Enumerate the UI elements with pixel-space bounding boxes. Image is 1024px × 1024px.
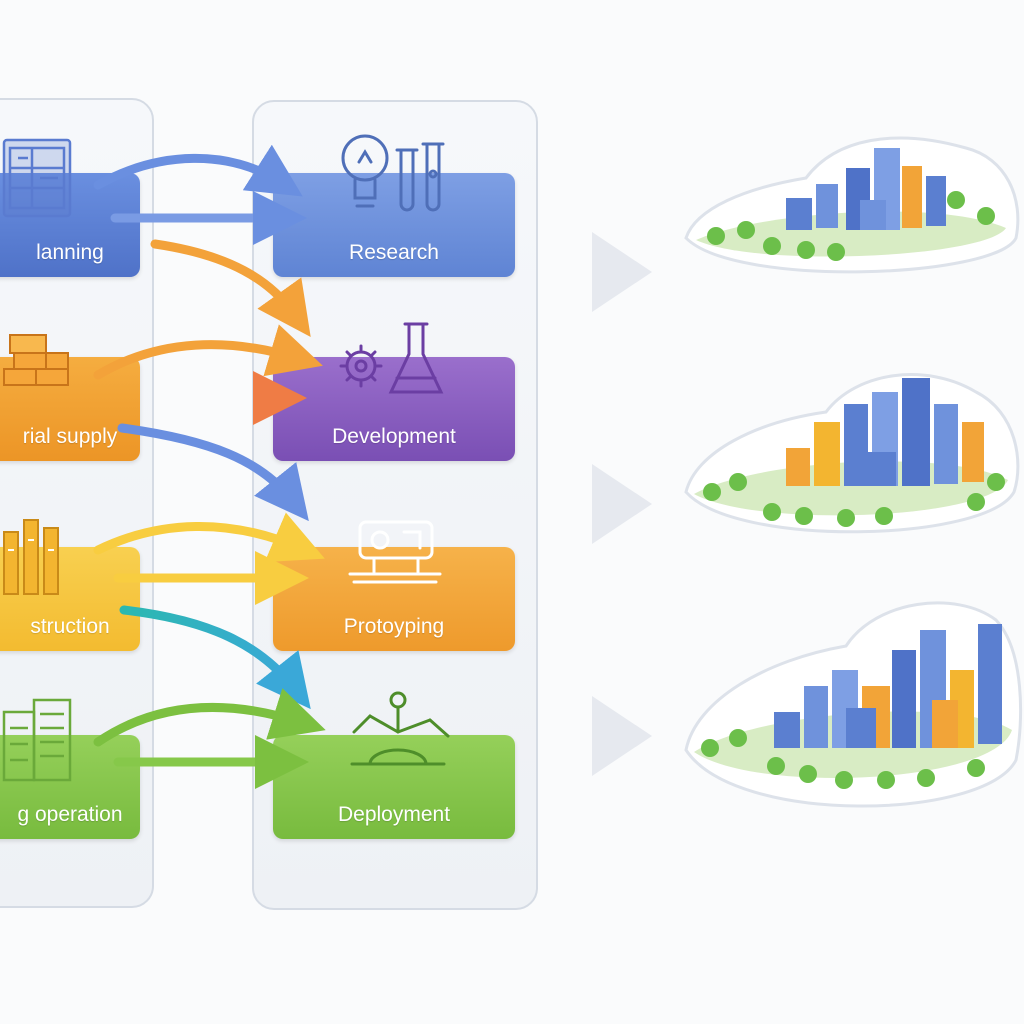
chevron-right-icon: [592, 696, 652, 776]
arrow-planning-development: [150, 239, 311, 337]
stage-box-planning: lanning: [0, 173, 140, 277]
arrow-operation-deployment-curved: [93, 688, 326, 747]
construction-tower-icon: [3, 519, 59, 595]
building-operation-icon: [2, 698, 72, 782]
stage-label-operation: g operation: [17, 803, 123, 826]
city-model-medium: [684, 373, 1020, 534]
deployment-crane-icon: [350, 691, 450, 766]
chevron-right-icon: [592, 464, 652, 544]
stage-label-material-supply: rial supply: [22, 425, 118, 448]
stage-label-research: Research: [349, 241, 439, 264]
blueprint-icon: [2, 138, 72, 218]
arrow-material-development-curved: [93, 324, 323, 380]
lightbulb-test-tubes-icon: [341, 134, 445, 212]
arrow-construction-protoyping-curved: [93, 512, 325, 563]
stage-box-research: Research: [273, 173, 515, 277]
stage-label-planning: lanning: [36, 241, 104, 264]
stage-label-development: Development: [332, 425, 456, 448]
stage-label-construction: struction: [30, 615, 110, 638]
chevron-right-icon: [592, 232, 652, 312]
city-model-large: [684, 601, 1023, 808]
stage-label-protoyping: Protoyping: [343, 615, 445, 638]
stage-box-deployment: Deployment: [273, 735, 515, 839]
materials-stack-icon: [3, 334, 69, 386]
stage-label-deployment: Deployment: [337, 803, 451, 826]
arrow-construction-deployment: [119, 605, 311, 710]
gear-flask-icon: [339, 322, 444, 394]
stage-box-protoyping: Protoyping: [273, 547, 515, 651]
arrow-planning-research-curved: [93, 144, 303, 197]
prototype-machine-icon: [348, 520, 442, 584]
city-model-small: [684, 136, 1020, 274]
arrow-material-protoyping: [117, 423, 309, 522]
